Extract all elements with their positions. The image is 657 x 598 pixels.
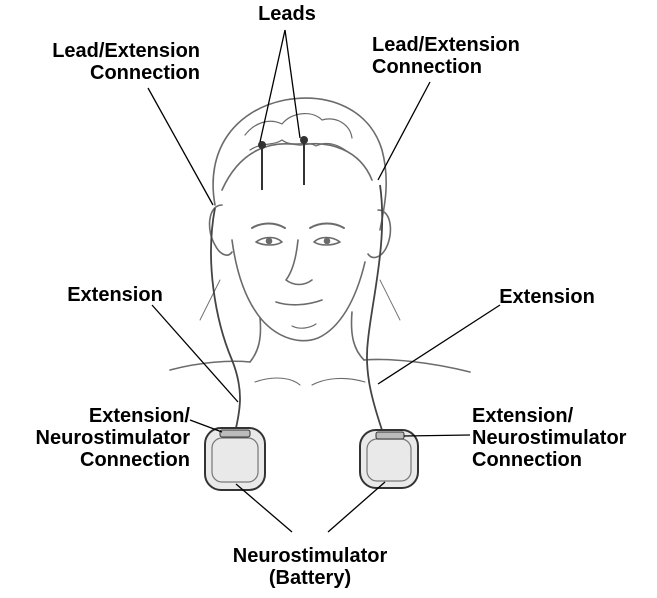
label-extension-neurostimulator-connection-right: Extension/ Neurostimulator Connection bbox=[472, 405, 652, 471]
neurostimulator-right bbox=[360, 430, 418, 488]
callout-lines bbox=[148, 30, 500, 532]
label-extension-left: Extension bbox=[55, 284, 175, 306]
extension-wires bbox=[211, 185, 382, 430]
neurostimulator-left bbox=[205, 428, 265, 490]
label-lead-extension-connection-right: Lead/Extension Connection bbox=[372, 34, 572, 78]
head-illustration bbox=[170, 98, 470, 385]
label-leads: Leads bbox=[252, 3, 322, 25]
label-extension-neurostimulator-connection-left: Extension/ Neurostimulator Connection bbox=[10, 405, 190, 471]
label-extension-right: Extension bbox=[487, 286, 607, 308]
label-lead-extension-connection-left: Lead/Extension Connection bbox=[10, 40, 200, 84]
label-neurostimulator-battery: Neurostimulator (Battery) bbox=[220, 545, 400, 589]
